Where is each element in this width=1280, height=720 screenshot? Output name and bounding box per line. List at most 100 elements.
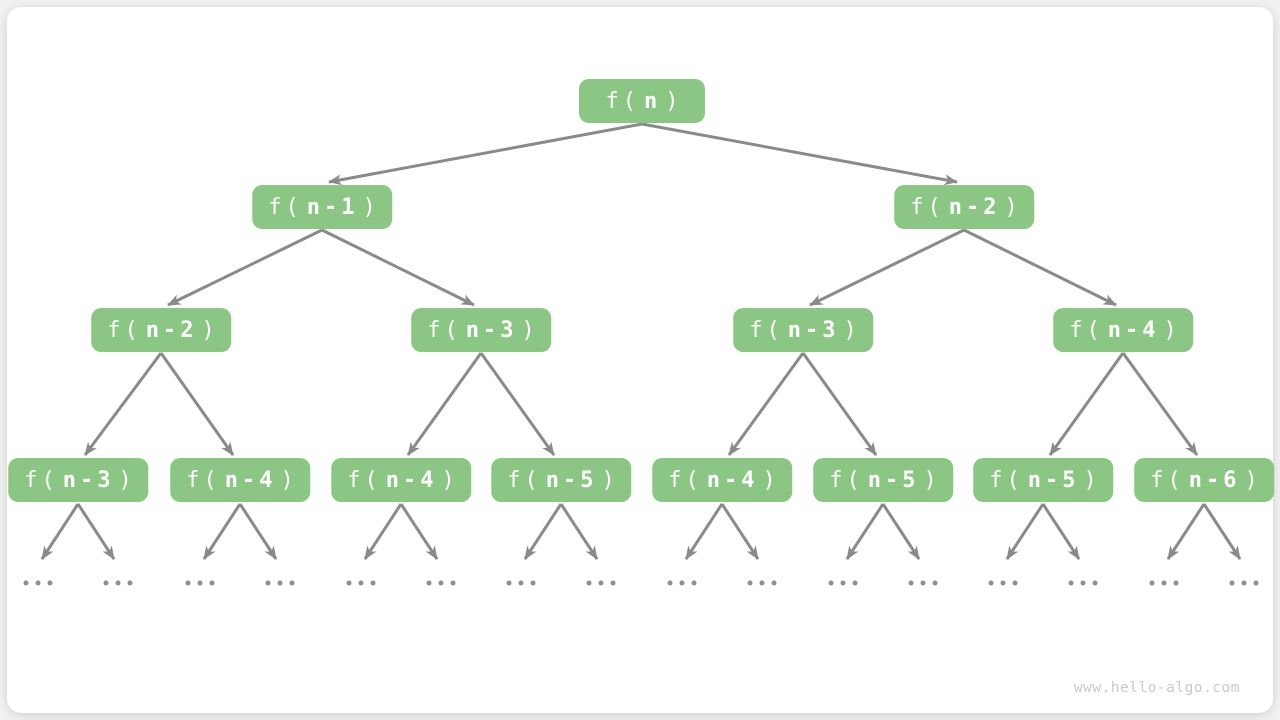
leaf-dot: [438, 580, 444, 586]
tree-node: f(n-4): [170, 458, 310, 502]
ellipsis-leaf: [506, 580, 536, 586]
leaf-dot: [530, 580, 536, 586]
ellipsis-leaf: [426, 580, 456, 586]
leaf-dot: [103, 580, 109, 586]
node-label-open: f(: [347, 467, 382, 493]
ellipsis-leaf: [828, 580, 858, 586]
leaf-dot: [598, 580, 604, 586]
node-label-arg: n-6: [1188, 467, 1241, 493]
tree-edge-arrow: [963, 228, 1117, 307]
leaf-dot: [920, 580, 926, 586]
tree-node: f(n-4): [331, 458, 471, 502]
tree-edge-arrow: [801, 352, 878, 456]
node-label-close: ): [201, 317, 219, 343]
leaf-dot: [277, 580, 283, 586]
tree-node: f(n-4): [1053, 308, 1193, 352]
tree-edge-arrow: [559, 503, 599, 560]
leaf-dot: [1173, 580, 1179, 586]
leaf-dot: [197, 580, 203, 586]
tree-edge-arrow: [523, 503, 563, 560]
node-label-open: f(: [749, 317, 784, 343]
tree-edge-arrow: [406, 352, 483, 456]
node-label-arg: n-3: [62, 467, 115, 493]
tree-edge-arrow: [641, 122, 958, 186]
leaf-dot: [908, 580, 914, 586]
tree-node: f(n-5): [813, 458, 953, 502]
node-label-arg: n-5: [867, 467, 920, 493]
tree-edge-arrow: [321, 228, 475, 307]
leaf-dot: [852, 580, 858, 586]
leaf-dot: [358, 580, 364, 586]
tree-edge-arrow: [328, 122, 643, 186]
leaf-dot: [127, 580, 133, 586]
tree-edge-arrow: [1041, 503, 1081, 560]
node-label-close: ): [280, 467, 298, 493]
leaf-dot: [185, 580, 191, 586]
ellipsis-leaf: [346, 580, 376, 586]
node-label-close: ): [665, 88, 683, 114]
ellipsis-leaf: [908, 580, 938, 586]
leaf-dot: [35, 580, 41, 586]
ellipsis-leaf: [1229, 580, 1259, 586]
node-label-open: f(: [427, 317, 462, 343]
tree-node: f(n-5): [973, 458, 1113, 502]
node-label-close: ): [1004, 194, 1022, 220]
leaf-dot: [828, 580, 834, 586]
tree-edge-arrow: [202, 503, 242, 560]
node-label-arg: n-2: [948, 194, 1001, 220]
node-label-arg: n-2: [145, 317, 198, 343]
ellipsis-leaf: [988, 580, 1018, 586]
ellipsis-leaf: [1149, 580, 1179, 586]
ellipsis-leaf: [185, 580, 215, 586]
node-label-open: f(: [186, 467, 221, 493]
node-label-close: ): [1083, 467, 1101, 493]
leaf-dot: [759, 580, 765, 586]
ellipsis-leaf: [747, 580, 777, 586]
node-label-arg: n-5: [1027, 467, 1080, 493]
node-label-close: ): [441, 467, 459, 493]
tree-node: f(n-5): [491, 458, 631, 502]
node-label-open: f(: [989, 467, 1024, 493]
node-label-close: ): [521, 317, 539, 343]
ellipsis-leaf: [667, 580, 697, 586]
tree-node: f(n-3): [411, 308, 551, 352]
node-label-open: f(: [1069, 317, 1104, 343]
node-label-arg: n: [644, 88, 662, 114]
node-label-open: f(: [24, 467, 59, 493]
node-label-close: ): [843, 317, 861, 343]
ellipsis-leaf: [23, 580, 53, 586]
ellipsis-leaf: [103, 580, 133, 586]
tree-node: f(n-1): [252, 185, 392, 229]
leaf-dot: [747, 580, 753, 586]
node-label-close: ): [118, 467, 136, 493]
tree-node: f(n): [579, 79, 705, 123]
leaf-dot: [1149, 580, 1155, 586]
node-label-open: f(: [605, 88, 640, 114]
tree-edge-arrow: [167, 228, 323, 307]
tree-node: f(n-6): [1134, 458, 1274, 502]
node-label-arg: n-3: [787, 317, 840, 343]
node-label-open: f(: [1150, 467, 1185, 493]
tree-node: f(n-4): [652, 458, 792, 502]
leaf-dot: [506, 580, 512, 586]
leaf-dot: [1012, 580, 1018, 586]
tree-node: f(n-2): [91, 308, 231, 352]
leaf-dot: [988, 580, 994, 586]
tree-edge-arrow: [159, 352, 235, 456]
leaf-dot: [1161, 580, 1167, 586]
leaf-dot: [1253, 580, 1259, 586]
ellipsis-leaf: [586, 580, 616, 586]
leaf-dot: [450, 580, 456, 586]
tree-edge-arrow: [720, 503, 760, 560]
tree-edge-arrow: [845, 503, 885, 560]
leaf-dot: [209, 580, 215, 586]
ellipsis-leaf: [1068, 580, 1098, 586]
leaf-dot: [840, 580, 846, 586]
tree-edge-arrow: [881, 503, 921, 560]
leaf-dot: [265, 580, 271, 586]
tree-node: f(n-3): [8, 458, 148, 502]
node-label-close: ): [1244, 467, 1262, 493]
leaf-dot: [679, 580, 685, 586]
